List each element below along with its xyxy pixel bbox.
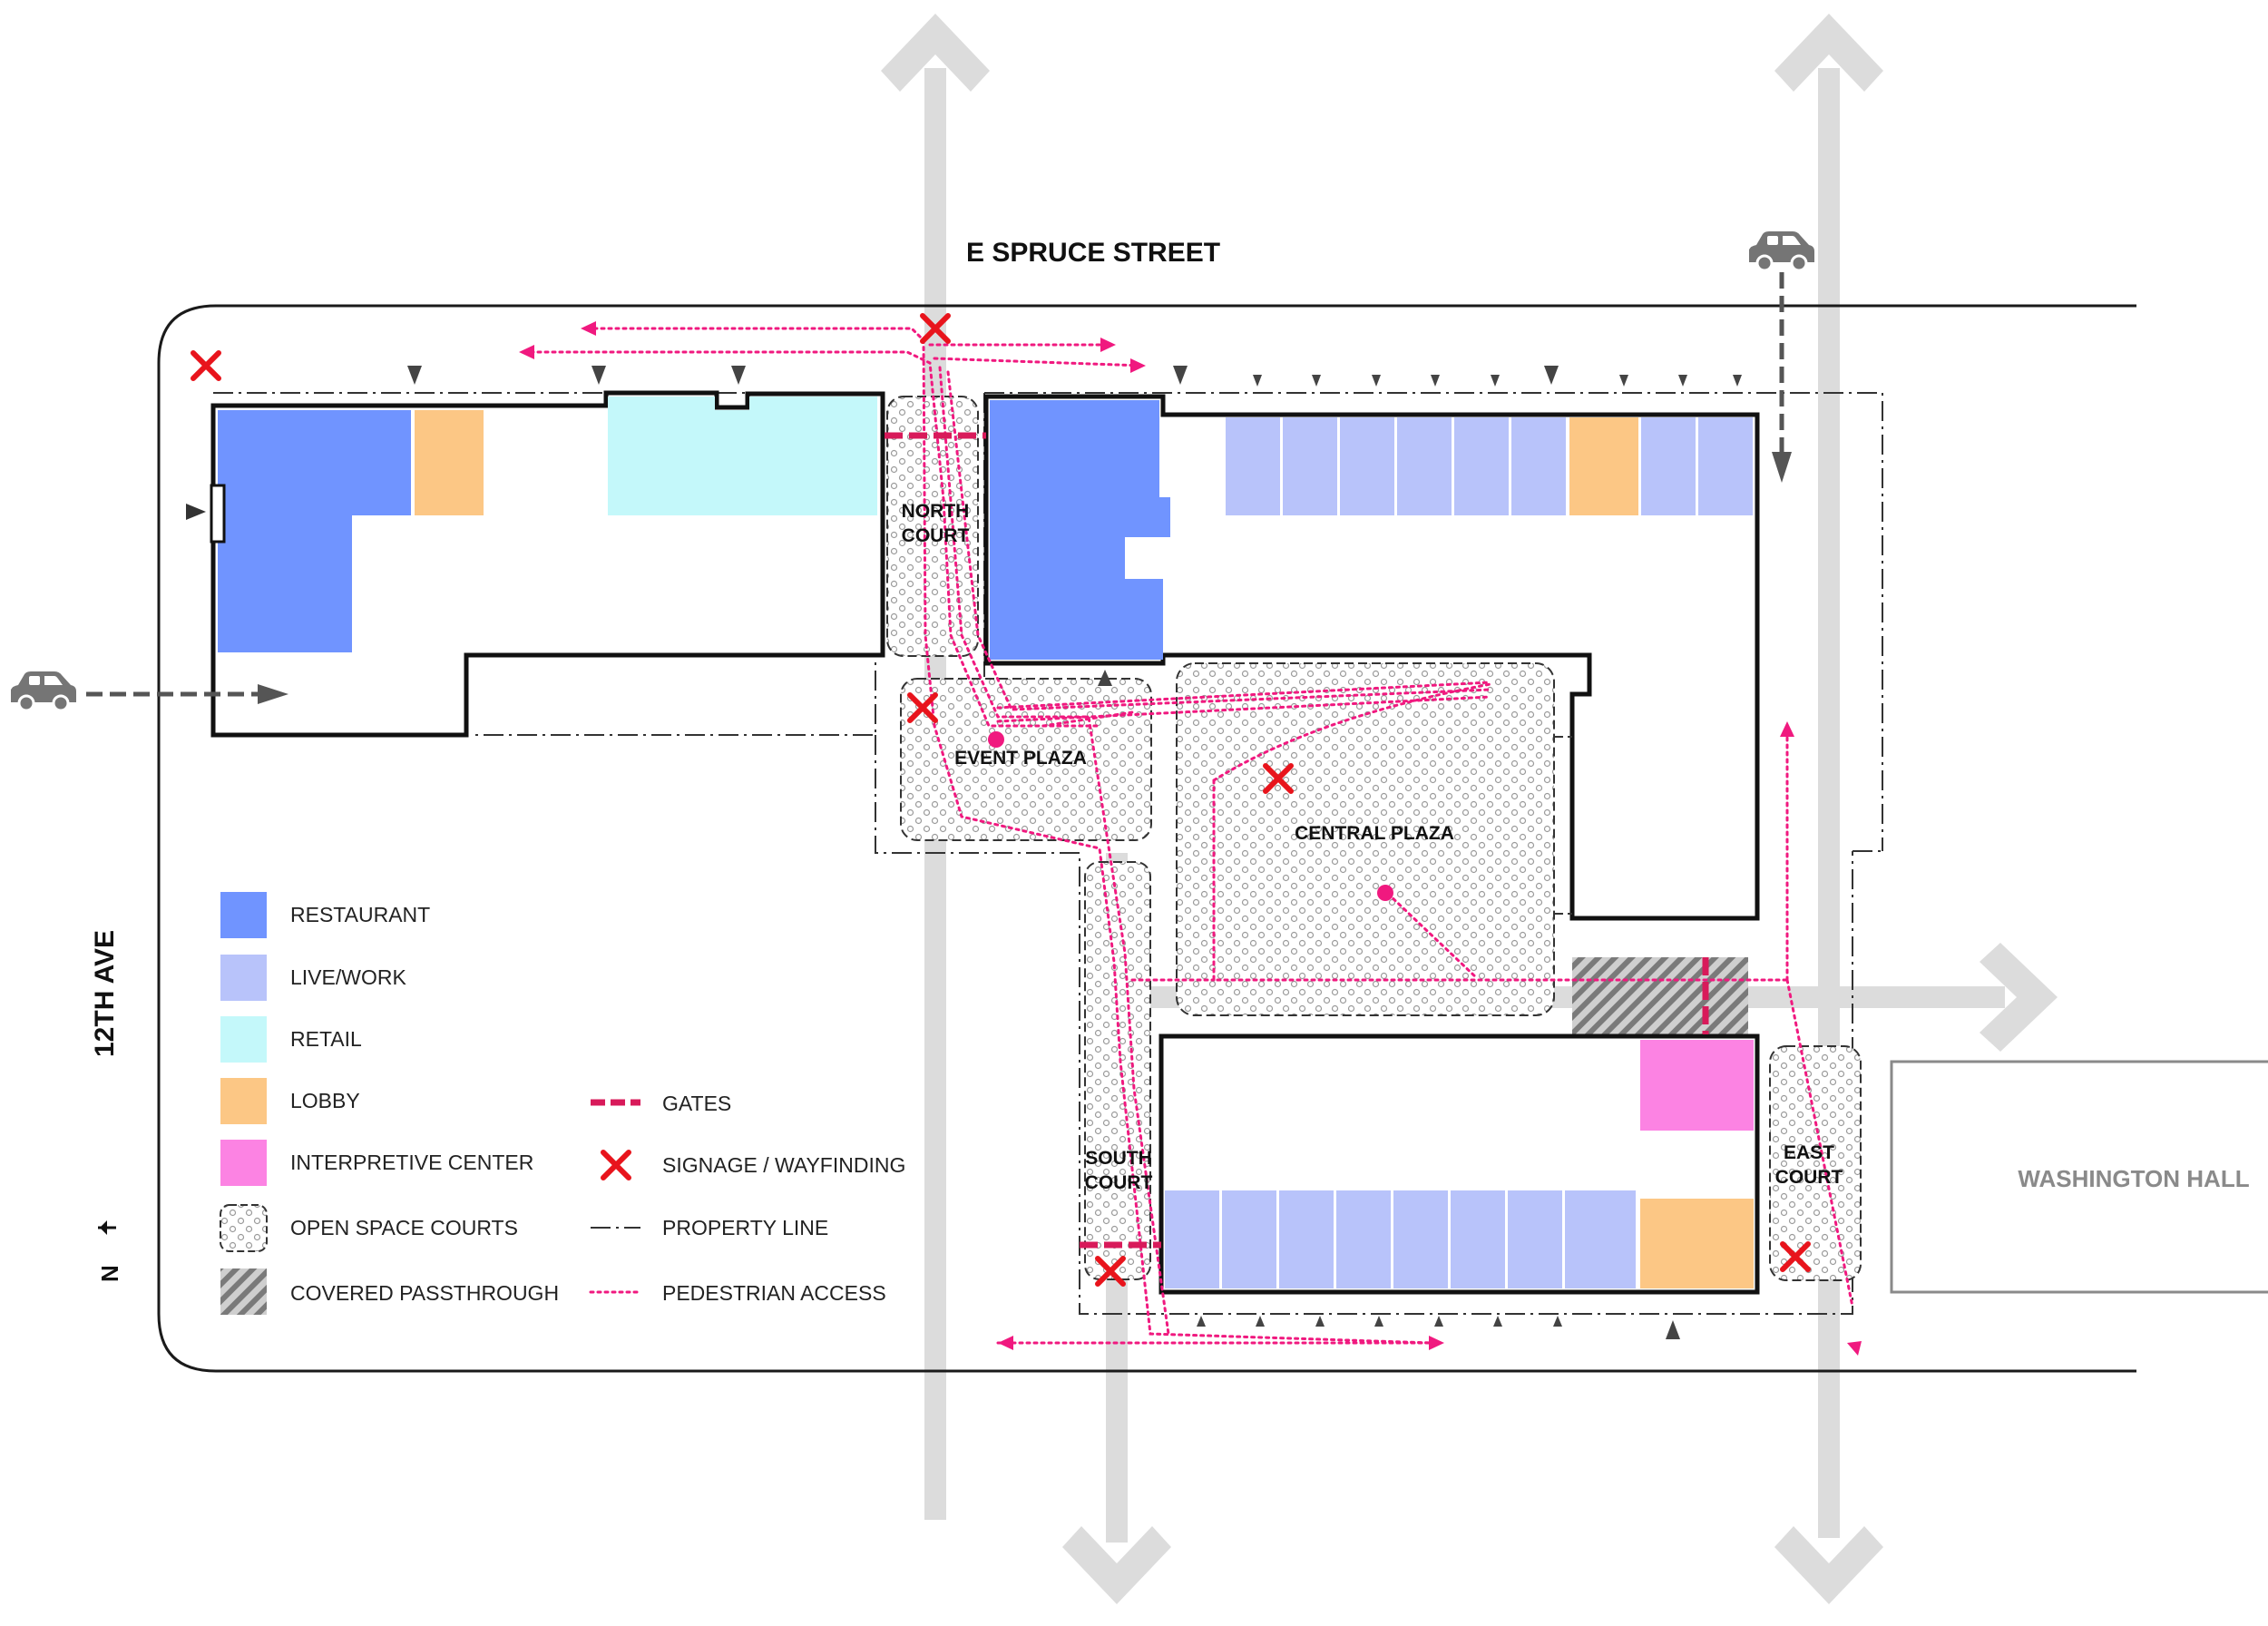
block-outline — [157, 304, 2136, 1373]
building-west — [186, 390, 885, 738]
svg-text:INTERPRETIVE CENTER: INTERPRETIVE CENTER — [290, 1151, 533, 1174]
svg-text:COVERED PASSTHROUGH: COVERED PASSTHROUGH — [290, 1281, 559, 1305]
legend-item-gates: GATES — [591, 1092, 731, 1115]
svg-text:RESTAURANT: RESTAURANT — [290, 903, 430, 926]
south-court-label: COURT — [1085, 1172, 1153, 1193]
legend-item-lobby: LOBBY — [220, 1078, 360, 1124]
north-court-label: NORTH — [902, 501, 970, 522]
open-space-courts — [886, 396, 1862, 1281]
legend: RESTAURANT LIVE/WORK RETAIL LOBBY INTERP… — [220, 892, 905, 1315]
restaurant-space — [218, 410, 411, 515]
legend-item-retail: RETAIL — [220, 1016, 362, 1063]
vehicle-access — [9, 230, 1816, 712]
entry-markers — [407, 366, 1742, 1339]
legend-item-restaurant: RESTAURANT — [220, 892, 430, 938]
entry-marker — [186, 504, 206, 520]
building-south — [1158, 1033, 1760, 1295]
restaurant-space — [218, 513, 352, 652]
pedestrian-access-paths — [529, 327, 1854, 1345]
svg-text:OPEN SPACE COURTS: OPEN SPACE COURTS — [290, 1216, 518, 1239]
street-label-north: E SPRUCE STREET — [966, 238, 1220, 268]
east-court-label: COURT — [1775, 1167, 1843, 1188]
central-plaza-court — [1176, 662, 1555, 1016]
legend-item-open-space-courts: OPEN SPACE COURTS — [220, 1204, 518, 1252]
svg-text:RETAIL: RETAIL — [290, 1027, 362, 1051]
legend-item-property-line: PROPERTY LINE — [591, 1216, 828, 1239]
x-mark-icon — [193, 353, 219, 378]
lobby-space — [1569, 417, 1638, 515]
legend-item-covered-passthrough: COVERED PASSTHROUGH — [220, 1268, 559, 1315]
central-plaza-label: CENTRAL PLAZA — [1295, 823, 1454, 844]
north-court-label: COURT — [902, 525, 970, 546]
restaurant-space — [990, 400, 1170, 660]
washington-hall-label: WASHINGTON HALL — [2018, 1165, 2249, 1192]
building-northeast — [983, 394, 1760, 921]
retail-space — [608, 397, 877, 515]
court-labels: NORTH COURT EVENT PLAZA CENTRAL PLAZA SO… — [902, 501, 1843, 1193]
svg-text:SIGNAGE / WAYFINDING: SIGNAGE / WAYFINDING — [662, 1153, 905, 1177]
lobby-space — [1640, 1199, 1754, 1288]
svg-text:PROPERTY LINE: PROPERTY LINE — [662, 1216, 828, 1239]
live-work-units — [1165, 1190, 1636, 1288]
south-court-court — [1084, 861, 1151, 1280]
north-arrow-icon: N — [96, 1220, 123, 1282]
svg-text:GATES: GATES — [662, 1092, 731, 1115]
washington-hall-outline — [1890, 1060, 2268, 1294]
svg-text:N: N — [96, 1265, 123, 1282]
car-icon — [1747, 230, 1816, 272]
x-mark-icon — [603, 1152, 629, 1178]
east-court-court — [1769, 1045, 1862, 1281]
gates — [885, 432, 1709, 1249]
legend-item-live-work: LIVE/WORK — [220, 955, 406, 1001]
live-work-units — [1226, 417, 1753, 515]
pedestrian-arrowheads — [519, 321, 1862, 1356]
legend-item-pedestrian-access: PEDESTRIAN ACCESS — [589, 1281, 886, 1305]
south-court-label: SOUTH — [1085, 1148, 1152, 1169]
legend-item-signage: SIGNAGE / WAYFINDING — [603, 1152, 905, 1178]
car-icon — [9, 670, 78, 712]
pedestrian-nodes — [988, 731, 1393, 901]
svg-text:LOBBY: LOBBY — [290, 1089, 360, 1112]
covered-passthrough — [1572, 957, 1748, 1035]
svg-text:PEDESTRIAN ACCESS: PEDESTRIAN ACCESS — [662, 1281, 886, 1305]
legend-item-interpretive-center: INTERPRETIVE CENTER — [220, 1140, 533, 1186]
svg-text:LIVE/WORK: LIVE/WORK — [290, 965, 406, 989]
lobby-space — [415, 410, 484, 515]
interpretive-center-space — [1640, 1040, 1754, 1131]
east-court-label: EAST — [1784, 1142, 1834, 1163]
street-label-west: 12TH AVE — [90, 930, 120, 1057]
event-plaza-label: EVENT PLAZA — [954, 748, 1087, 769]
